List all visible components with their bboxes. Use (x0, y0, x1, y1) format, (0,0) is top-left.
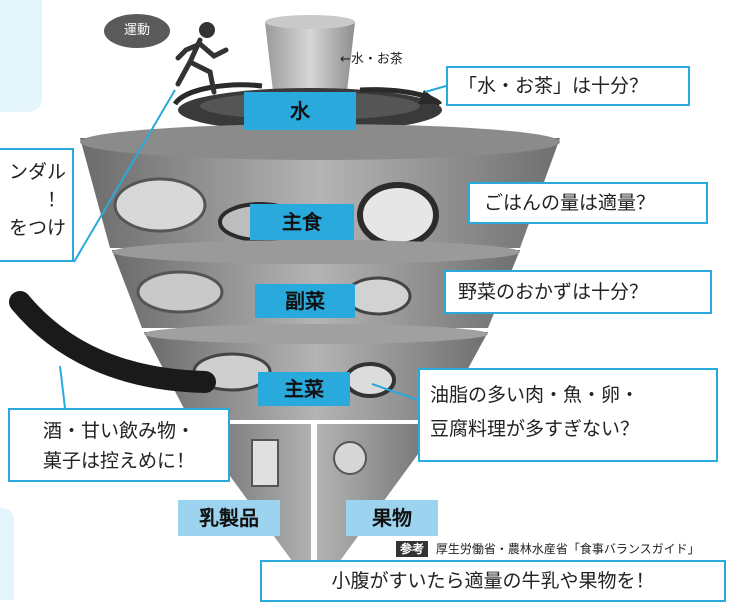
fruit-apple (333, 441, 367, 475)
swirl-arrow-left (172, 82, 263, 106)
callout-snack: 酒・甘い飲み物・ 菓子は控えめに！ (8, 408, 230, 482)
rice-bowl-right (357, 182, 439, 248)
rice-bowl-left (113, 177, 207, 233)
exercise-label: 運動 (123, 23, 150, 38)
source-badge: 参考 (396, 541, 429, 557)
callout-hungry: 小腹がすいたら適量の牛乳や果物を！ (260, 560, 726, 602)
callout-fats-line1: 油脂の多い肉・魚・卵・ (430, 384, 640, 406)
tier-label-dairy: 乳製品 (178, 500, 280, 536)
tier-label-water: 水 (244, 92, 356, 130)
milk-glass (251, 439, 279, 487)
tier-label-main: 主菜 (258, 372, 350, 406)
callout-snack-line1: 酒・甘い飲み物・ (42, 420, 195, 442)
callout-rice-text: ごはんの量は適量？ (484, 192, 656, 214)
water-glass (265, 22, 355, 100)
callout-left-cut: ンダル ！ をつけ (0, 148, 74, 262)
tier-staple-top (80, 124, 560, 160)
tier-label-side: 副菜 (255, 284, 355, 318)
callout-rice: ごはんの量は適量？ (468, 182, 708, 224)
callout-water-text: 「水・お茶」は十分？ (458, 75, 649, 97)
callout-vegetables: 野菜のおかずは十分？ (444, 270, 712, 314)
callout-hungry-text: 小腹がすいたら適量の牛乳や果物を！ (331, 570, 655, 592)
swirl-arrow-head (418, 90, 442, 104)
tier-label-staple: 主食 (250, 204, 354, 240)
tier-side-top (112, 240, 520, 264)
callout-left-line2: ！ (46, 189, 66, 211)
callout-left-line3: をつけ (8, 217, 66, 239)
connector-water (424, 85, 447, 93)
callout-fats: 油脂の多い肉・魚・卵・ 豆腐料理が多すぎない？ (418, 368, 718, 462)
source-text: 厚生労働省・農林水産省「食事バランスガイド」 (435, 542, 700, 556)
callout-snack-line2: 菓子は控えめに！ (42, 450, 195, 472)
tier-staple (80, 138, 560, 248)
callout-water: 「水・お茶」は十分？ (446, 66, 690, 106)
tier-label-fruit: 果物 (346, 500, 438, 536)
connector-runner (73, 89, 176, 263)
source-line: 参考 厚生労働省・農林水産省「食事バランスガイド」 (396, 540, 700, 557)
connector-fats (371, 383, 419, 401)
exercise-bubble: 運動 (104, 14, 170, 48)
veg-bowl (344, 276, 412, 316)
runner-figure (175, 22, 229, 95)
left-panel-bottom (0, 508, 14, 600)
egg-plate (344, 362, 396, 398)
water-glass-rim (265, 15, 355, 29)
callout-left-line1: ンダル (8, 161, 66, 183)
callout-fats-line2: 豆腐料理が多すぎない？ (430, 418, 640, 440)
connector-snack (59, 365, 66, 409)
snack-band (9, 291, 216, 393)
callout-vegetables-text: 野菜のおかずは十分？ (458, 281, 649, 303)
water-tea-label: ←水・お茶 (340, 52, 403, 67)
tier-main-top (144, 324, 488, 344)
salad-plate (136, 270, 224, 314)
left-panel-top (0, 0, 42, 112)
